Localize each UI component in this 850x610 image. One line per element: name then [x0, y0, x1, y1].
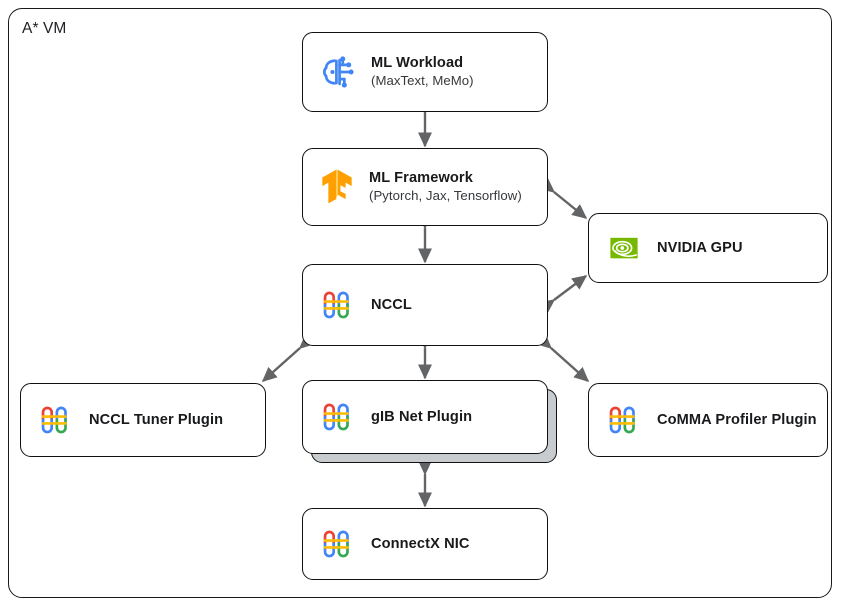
- connector-nccl-tuner: [261, 333, 315, 382]
- google-interconnect-icon: [319, 525, 357, 563]
- google-interconnect-icon: [319, 286, 357, 324]
- tensorflow-icon: [319, 168, 355, 206]
- google-interconnect-icon: [319, 398, 357, 436]
- node-title: ConnectX NIC: [371, 535, 470, 552]
- node-labels: ML Framework (Pytorch, Jax, Tensorflow): [369, 169, 522, 205]
- node-ml-framework[interactable]: ML Framework (Pytorch, Jax, Tensorflow): [302, 148, 548, 226]
- node-subtitle: (MaxText, MeMo): [371, 72, 474, 88]
- node-nccl-tuner-plugin[interactable]: NCCL Tuner Plugin: [20, 383, 266, 457]
- node-nccl[interactable]: NCCL: [302, 264, 548, 346]
- node-labels: gIB Net Plugin: [371, 408, 472, 427]
- node-title: CoMMA Profiler Plugin: [657, 411, 817, 428]
- node-ml-workload[interactable]: ML Workload (MaxText, MeMo): [302, 32, 548, 112]
- node-title: ML Framework: [369, 170, 473, 187]
- node-labels: ConnectX NIC: [371, 535, 470, 554]
- node-gib-net-plugin[interactable]: gIB Net Plugin: [302, 380, 548, 454]
- node-labels: NVIDIA GPU: [657, 239, 743, 258]
- vm-title-label: A* VM: [22, 20, 67, 37]
- node-connectx-nic[interactable]: ConnectX NIC: [302, 508, 548, 580]
- connector-framework-gpu: [539, 178, 588, 219]
- node-labels: NCCL: [371, 296, 412, 315]
- nvidia-icon: [607, 231, 641, 265]
- node-title: NVIDIA GPU: [657, 239, 743, 256]
- ml-brain-circuit-icon: [319, 53, 357, 91]
- node-comma-profiler-plugin[interactable]: CoMMA Profiler Plugin: [588, 383, 828, 457]
- google-interconnect-icon: [37, 401, 75, 439]
- node-title: NCCL Tuner Plugin: [89, 411, 224, 428]
- connector-nccl-comma: [536, 333, 590, 382]
- google-interconnect-icon: [605, 401, 643, 439]
- connector-nccl-gpu: [539, 275, 588, 314]
- node-labels: CoMMA Profiler Plugin: [657, 411, 817, 430]
- node-nvidia-gpu[interactable]: NVIDIA GPU: [588, 213, 828, 283]
- vm-container: [8, 8, 832, 598]
- node-title: ML Workload: [371, 55, 464, 72]
- node-title: gIB Net Plugin: [371, 408, 473, 425]
- node-subtitle: (Pytorch, Jax, Tensorflow): [369, 187, 522, 203]
- node-title: NCCL: [371, 296, 412, 313]
- node-labels: NCCL Tuner Plugin: [89, 411, 223, 430]
- node-labels: ML Workload (MaxText, MeMo): [371, 54, 474, 90]
